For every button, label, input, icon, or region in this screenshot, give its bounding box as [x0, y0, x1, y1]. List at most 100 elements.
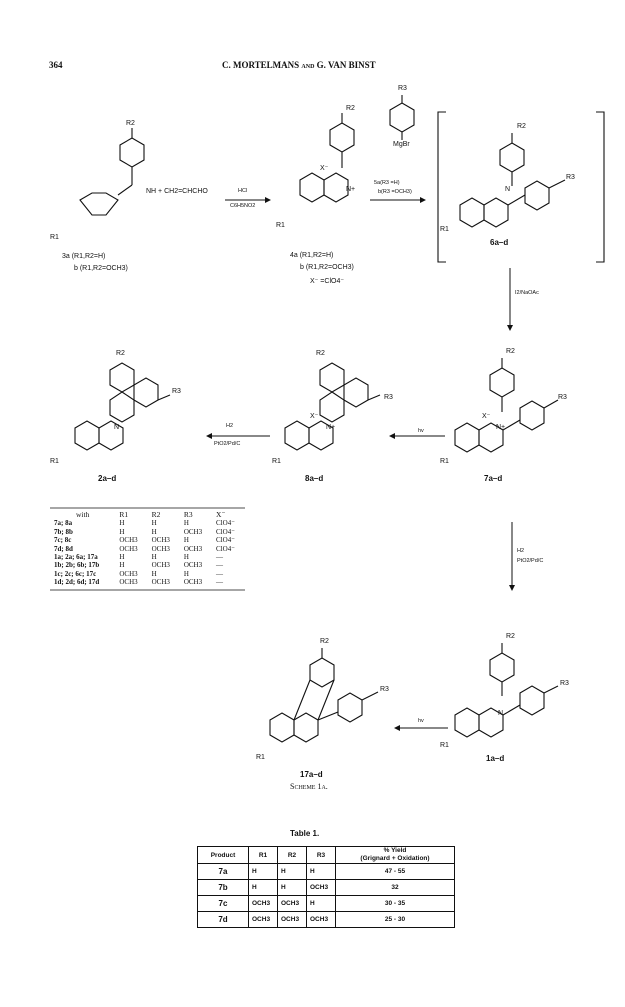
- label-r3-17: R3: [380, 686, 389, 693]
- label-r2-7: R2: [506, 348, 515, 355]
- substituent-cell: 1a; 2a; 6a; 17a: [54, 553, 98, 562]
- label-r1-6: R1: [440, 226, 449, 233]
- table1-cell: H: [277, 879, 307, 896]
- substituent-header: R1: [119, 510, 129, 519]
- substituent-cell: ClO4⁻: [216, 519, 235, 528]
- table1-cell: 32: [335, 879, 455, 896]
- structure-17: [269, 648, 379, 743]
- compound-4a: 4a (R1,R2=H): [290, 252, 334, 259]
- substituent-cell: OCH3: [151, 544, 170, 553]
- compound-8: 8a–d: [305, 474, 324, 483]
- table1-cell: H: [306, 895, 336, 912]
- label-r2-4: R2: [346, 105, 355, 112]
- structure-3: [79, 128, 145, 216]
- substituent-cell: H: [119, 519, 125, 528]
- reagent-iodine: I2/NaOAc: [515, 290, 539, 296]
- substituent-cell: OCH3: [119, 578, 138, 587]
- label-n-1: N: [498, 710, 504, 717]
- substituent-cell: —: [216, 553, 224, 562]
- brackets-6: [437, 111, 605, 263]
- substituent-cell: ClO4⁻: [216, 544, 235, 553]
- label-r1-8: R1: [272, 458, 281, 465]
- compound-1: 1a–d: [486, 754, 505, 763]
- substituent-cell: 7d; 8d: [54, 544, 73, 553]
- table1-header: R2: [277, 846, 307, 864]
- substituent-cell: OCH3: [183, 527, 203, 536]
- substituent-cell: H: [119, 561, 125, 570]
- table1-cell: OCH3: [306, 911, 336, 928]
- compound-2: 2a–d: [98, 474, 117, 483]
- structure-7: [454, 358, 559, 453]
- structure-8: [284, 362, 381, 451]
- substituent-cell: H: [183, 519, 189, 528]
- substituent-cell: —: [216, 569, 224, 578]
- reagent-hcl: HCl: [238, 188, 248, 194]
- table1-cell: 7a: [197, 863, 249, 880]
- label-r3-5: R3: [398, 85, 407, 92]
- table1-cell: OCH3: [277, 895, 307, 912]
- h2-label-1: H2: [226, 423, 234, 429]
- substituent-cell: OCH3: [119, 569, 138, 578]
- table1-cell: OCH3: [306, 879, 336, 896]
- table1-cell: 30 - 35: [335, 895, 455, 912]
- table1-cell: 7c: [197, 895, 249, 912]
- substituent-cell: 1b; 2b; 6b; 17b: [54, 561, 100, 570]
- label-r1-2: R1: [50, 458, 59, 465]
- substituent-cell: OCH3: [119, 536, 138, 545]
- hv-label-2: hv: [418, 718, 424, 724]
- substituent-cell: OCH3: [119, 544, 138, 553]
- substituent-cell: —: [216, 578, 224, 587]
- table1: Product R1 R2 R3 % Yield (Grignard + Oxi…: [197, 846, 455, 928]
- label-n-7: N+: [496, 424, 506, 431]
- table1-cell: H: [248, 863, 278, 880]
- substituent-cell: ClO4⁻: [216, 536, 235, 545]
- substituent-cell: 7b; 8b: [54, 527, 73, 536]
- substituent-cell: 1d; 2d; 6d; 17d: [54, 578, 100, 587]
- label-r2-1: R2: [506, 633, 515, 640]
- substituent-cell: H: [151, 553, 157, 562]
- catalyst-label-2: PtO2/Pd/C: [517, 558, 544, 564]
- table1-cell: OCH3: [248, 911, 278, 928]
- structure-2: [74, 362, 171, 451]
- substituent-cell: H: [183, 553, 189, 562]
- label-r2-6: R2: [517, 123, 526, 130]
- substituent-cell: OCH3: [151, 578, 170, 587]
- table1-title: Table 1.: [290, 829, 320, 838]
- substituent-header: X⁻: [216, 510, 226, 519]
- compound-7: 7a–d: [484, 474, 503, 483]
- running-title: C. MORTELMANS and G. VAN BINST: [222, 60, 376, 70]
- compound-4b: b (R1,R2=OCH3): [300, 264, 354, 271]
- substituent-cell: H: [119, 527, 125, 536]
- reagent-solvent: C6H5NO2: [230, 203, 256, 209]
- hv-label-1: hv: [418, 428, 424, 434]
- compound-3a: 3a (R1,R2=H): [62, 253, 106, 260]
- label-n-8: N+: [326, 424, 336, 431]
- label-r1-1: R1: [440, 742, 449, 749]
- label-x-8: X⁻: [310, 413, 319, 420]
- substituent-cell: H: [151, 569, 157, 578]
- label-r1-3: R1: [50, 234, 59, 241]
- substituent-cell: 7c; 8c: [54, 536, 72, 545]
- table1-cell: 7d: [197, 911, 249, 928]
- table1-cell: 25 - 30: [335, 911, 455, 928]
- label-r2-2: R2: [116, 350, 125, 357]
- substituent-cell: H: [183, 569, 189, 578]
- table1-cell: H: [248, 879, 278, 896]
- substituent-header: with: [76, 510, 90, 519]
- substituent-header: R3: [183, 510, 193, 519]
- label-r3-7: R3: [558, 394, 567, 401]
- label-r3-1: R3: [560, 680, 569, 687]
- label-r1-4: R1: [276, 222, 285, 229]
- table1-cell: 7b: [197, 879, 249, 896]
- substituent-cell: 7a; 8a: [54, 519, 73, 528]
- substituent-cell: OCH3: [151, 536, 170, 545]
- compound-17: 17a–d: [300, 770, 323, 779]
